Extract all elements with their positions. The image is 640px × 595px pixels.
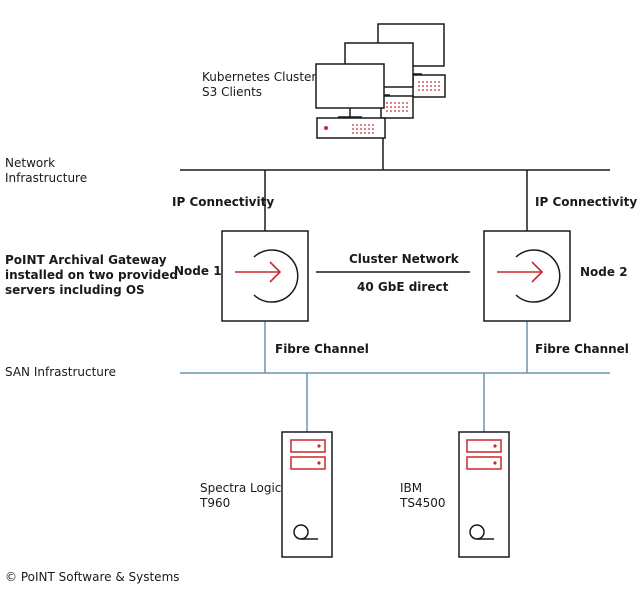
cluster-network-label: Cluster Network bbox=[349, 252, 459, 266]
network-label-line1: Network bbox=[5, 156, 56, 170]
gateway-label-line2: installed on two provided bbox=[5, 268, 178, 282]
fibre-channel-right: Fibre Channel bbox=[535, 342, 629, 356]
network-label: Network Infrastructure bbox=[5, 156, 87, 186]
vent-grid-icon bbox=[324, 81, 440, 134]
workstation-icon bbox=[315, 63, 386, 139]
node2-server-icon bbox=[483, 230, 571, 322]
san-label: SAN Infrastructure bbox=[5, 365, 116, 379]
node1-label: Node 1 bbox=[174, 264, 222, 278]
cluster-speed-label: 40 GbE direct bbox=[357, 280, 449, 294]
ibm-label: IBM TS4500 bbox=[400, 481, 446, 511]
gateway-label-line3: servers including OS bbox=[5, 283, 145, 297]
ip-connectivity-right: IP Connectivity bbox=[535, 195, 638, 209]
ibm-label-line1: IBM bbox=[400, 481, 423, 495]
spectra-label-line2: T960 bbox=[200, 496, 231, 510]
ip-connectivity-left: IP Connectivity bbox=[172, 195, 275, 209]
fibre-channel-left: Fibre Channel bbox=[275, 342, 369, 356]
node2-label: Node 2 bbox=[580, 265, 628, 279]
gateway-label-line1: PoINT Archival Gateway bbox=[5, 253, 167, 267]
clients-label: Kubernetes Cluster S3 Clients bbox=[202, 70, 316, 100]
clients-label-line2: S3 Clients bbox=[202, 85, 263, 99]
node1-server-icon bbox=[221, 230, 309, 322]
ibm-tape-library-icon bbox=[458, 431, 510, 558]
copyright-text: © PoINT Software & Systems bbox=[5, 570, 180, 584]
spectra-label-line1: Spectra Logic bbox=[200, 481, 282, 495]
spectra-label: Spectra Logic T960 bbox=[200, 481, 281, 511]
gateway-label: PoINT Archival Gateway installed on two … bbox=[5, 253, 178, 298]
network-label-line2: Infrastructure bbox=[5, 171, 88, 185]
spectra-tape-library-icon bbox=[281, 431, 333, 558]
ibm-label-line2: TS4500 bbox=[400, 496, 446, 510]
clients-label-line1: Kubernetes Cluster bbox=[202, 70, 317, 84]
